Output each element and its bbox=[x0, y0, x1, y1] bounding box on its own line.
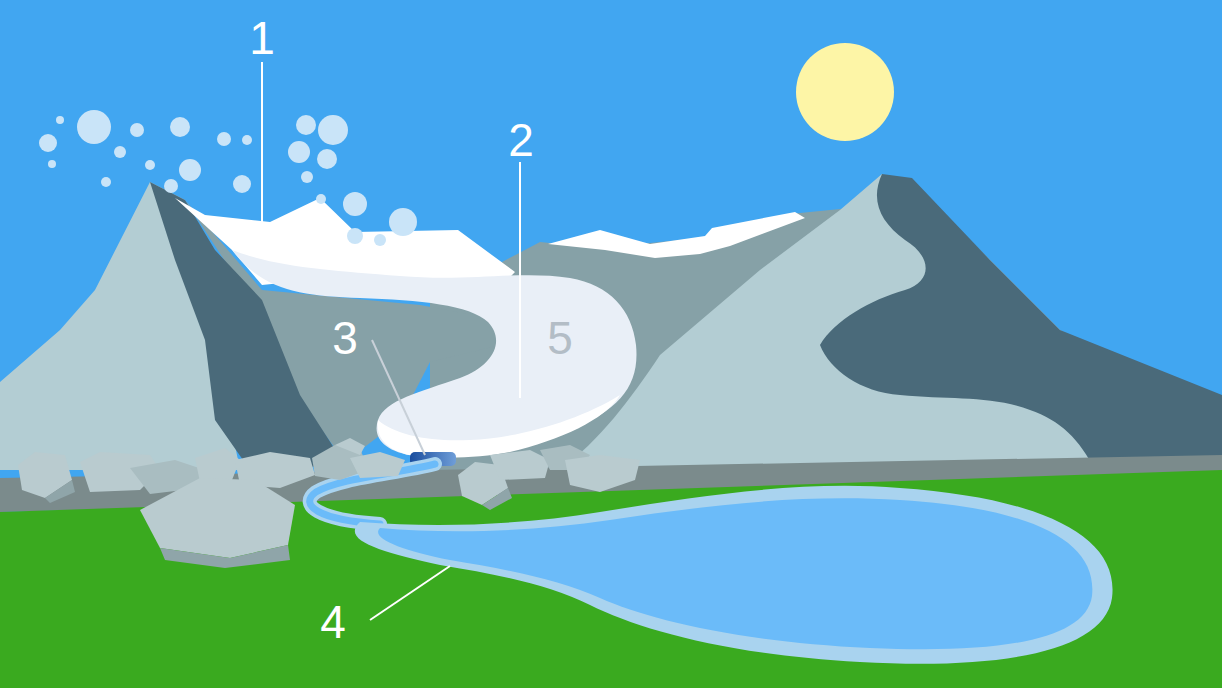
glacial-lake bbox=[378, 498, 1092, 649]
snowflake bbox=[217, 132, 231, 146]
lake-shore bbox=[355, 486, 1113, 664]
meadow bbox=[0, 470, 1222, 688]
snowflake bbox=[316, 194, 326, 204]
boulder bbox=[140, 478, 295, 558]
leader-line bbox=[519, 162, 521, 398]
rock bbox=[565, 455, 640, 492]
snowflake bbox=[389, 208, 417, 236]
sun bbox=[796, 43, 894, 141]
leader-line bbox=[370, 566, 450, 620]
glacier-tongue bbox=[232, 250, 636, 457]
rock bbox=[195, 448, 240, 482]
rock bbox=[490, 450, 550, 480]
rock bbox=[335, 438, 365, 455]
snowflake bbox=[145, 160, 155, 170]
snowflake bbox=[39, 134, 57, 152]
snowflake bbox=[242, 135, 252, 145]
snowflake bbox=[374, 234, 386, 246]
snowflake bbox=[288, 141, 310, 163]
snowfall bbox=[39, 110, 417, 246]
rock bbox=[45, 480, 75, 503]
leader-lines bbox=[262, 62, 520, 620]
snowflake bbox=[77, 110, 111, 144]
rock bbox=[482, 488, 512, 510]
snowflake bbox=[114, 146, 126, 158]
callout-number: 3 bbox=[332, 315, 358, 361]
snowflake bbox=[296, 115, 316, 135]
rock bbox=[350, 452, 405, 478]
boulder bbox=[160, 545, 290, 568]
snowflake bbox=[317, 149, 337, 169]
snowflake bbox=[130, 123, 144, 137]
snow-cap bbox=[548, 212, 805, 258]
snowflake bbox=[343, 192, 367, 216]
right-mountain bbox=[560, 174, 1222, 470]
callout-number: 2 bbox=[508, 117, 534, 163]
leader-line bbox=[372, 340, 425, 455]
moraine-rocks bbox=[18, 438, 640, 568]
snowflake bbox=[164, 179, 178, 193]
callout-number: 5 bbox=[547, 315, 573, 361]
snowflake bbox=[170, 117, 190, 137]
snowflake bbox=[48, 160, 56, 168]
mountain-shadow bbox=[820, 174, 1222, 470]
callout-number: 4 bbox=[320, 599, 346, 645]
callout-number: 1 bbox=[249, 15, 275, 61]
snowflake bbox=[101, 177, 111, 187]
snowflake bbox=[56, 116, 64, 124]
snowflake bbox=[318, 115, 348, 145]
glacier-snout bbox=[378, 395, 620, 458]
snowflake bbox=[347, 228, 363, 244]
snowflake bbox=[233, 175, 251, 193]
snowflake bbox=[179, 159, 201, 181]
snowflake bbox=[301, 171, 313, 183]
leader-line bbox=[261, 62, 263, 232]
